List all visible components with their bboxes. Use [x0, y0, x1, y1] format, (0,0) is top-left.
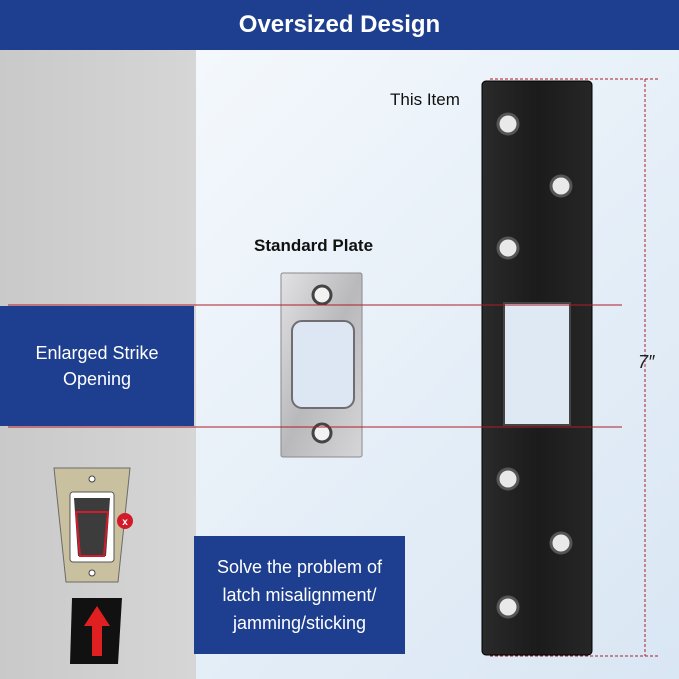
solve-problem-callout: Solve the problem of latch misalignment/… [194, 536, 405, 654]
header-banner: Oversized Design [0, 0, 679, 50]
solve-problem-text: Solve the problem of latch misalignment/… [216, 557, 383, 633]
standard-plate-label: Standard Plate [254, 236, 374, 255]
alignment-guides [8, 78, 660, 657]
screw-holes [496, 112, 573, 619]
standard-strike-plate [280, 272, 363, 458]
enlarged-opening-callout: Enlarged Strike Opening [0, 306, 194, 426]
dimension-label: 7″ [638, 352, 655, 372]
latch-misalignment-illustration: x [53, 467, 133, 664]
svg-text:x: x [122, 517, 128, 528]
strike-opening [503, 302, 571, 426]
page-title: Oversized Design [238, 11, 441, 38]
this-item-label: This Item [390, 90, 460, 109]
enlarged-opening-text: Enlarged Strike Opening [35, 343, 159, 389]
oversized-strike-plate [481, 80, 593, 656]
